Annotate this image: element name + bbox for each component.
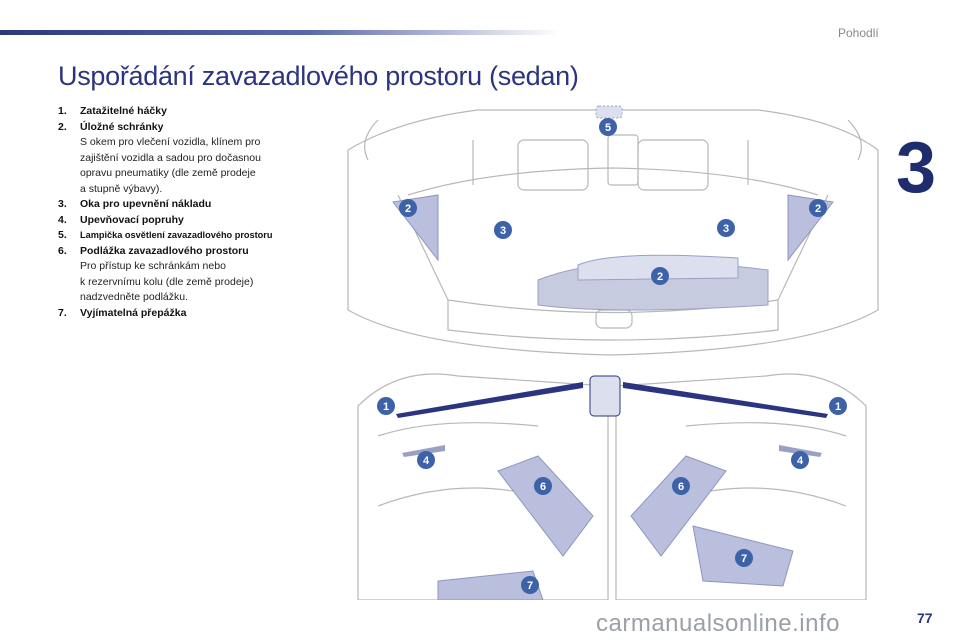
legend-number: 2. xyxy=(58,120,67,133)
page-number: 77 xyxy=(917,610,933,626)
callout-badge-1: 1 xyxy=(377,397,395,415)
legend-desc: opravu pneumatiky (dle země prodeje xyxy=(80,167,256,179)
callout-badge-5: 5 xyxy=(599,118,617,136)
legend-label: Oka pro upevnění nákladu xyxy=(80,198,212,210)
callout-badge-1: 1 xyxy=(829,397,847,415)
legend-desc: Pro přístup ke schránkám nebo xyxy=(80,260,226,272)
callout-badge-4: 4 xyxy=(417,451,435,469)
legend-desc: zajištění vozidla a sadou pro dočasnou xyxy=(80,151,261,164)
legend-desc: k rezervnímu kolu (dle země prodeje) xyxy=(80,275,254,288)
legend-label: Upevňovací popruhy xyxy=(80,213,184,226)
callout-badge-2: 2 xyxy=(399,199,417,217)
legend-desc: nadzvedněte podlážku. xyxy=(80,291,188,303)
header-accent-bar xyxy=(0,30,560,35)
callout-badge-7: 7 xyxy=(735,549,753,567)
callout-number: 6 xyxy=(540,481,546,493)
trunk-rear-illustration: 5 2 2 3 3 2 xyxy=(347,105,879,356)
callout-badge-7: 7 xyxy=(521,576,539,594)
callout-number: 2 xyxy=(657,271,663,283)
legend-item-7: 7. Vyjímatelná přepážka xyxy=(58,306,328,322)
callout-number: 5 xyxy=(605,122,611,134)
legend-label: Vyjímatelná přepážka xyxy=(80,306,187,319)
callout-number: 4 xyxy=(797,455,804,467)
callout-number: 6 xyxy=(678,481,684,493)
legend-label: Úložné schránky xyxy=(80,120,164,133)
legend-number: 7. xyxy=(58,306,67,319)
legend-label: Lampička osvětlení zavazadlového prostor… xyxy=(80,230,273,240)
legend-desc: S okem pro vlečení vozidla, klínem pro xyxy=(80,136,261,148)
callout-badge-2: 2 xyxy=(809,199,827,217)
callout-number: 7 xyxy=(741,553,747,565)
callout-badge-4: 4 xyxy=(791,451,809,469)
legend-item-6: 6. Podlážka zavazadlového prostoru Pro p… xyxy=(58,244,328,306)
legend-number: 4. xyxy=(58,213,67,226)
legend-item-2: 2. Úložné schránky S okem pro vlečení vo… xyxy=(58,120,328,198)
callout-number: 3 xyxy=(723,223,729,235)
callout-number: 4 xyxy=(423,455,430,467)
page-title: Uspořádání zavazadlového prostoru (sedan… xyxy=(58,61,579,91)
callout-number: 2 xyxy=(815,203,821,215)
chapter-number: 3 xyxy=(896,128,937,208)
watermark: carmanualsonline.info xyxy=(596,610,840,637)
legend-label: Podlážka zavazadlového prostoru xyxy=(80,244,249,257)
callout-number: 2 xyxy=(405,203,411,215)
legend-item-4: 4. Upevňovací popruhy xyxy=(58,213,328,229)
legend-number: 6. xyxy=(58,244,67,257)
legend-label: Zatažitelné háčky xyxy=(80,105,167,117)
section-label: Pohodlí xyxy=(838,26,879,40)
callout-badge-2: 2 xyxy=(651,267,669,285)
callout-badge-6: 6 xyxy=(534,477,552,495)
trunk-interior-illustration: 1 1 4 4 6 6 7 7 xyxy=(357,373,867,600)
callout-number: 1 xyxy=(835,401,841,413)
legend-item-5: 5. Lampička osvětlení zavazadlového pros… xyxy=(58,228,328,244)
callout-badge-3: 3 xyxy=(717,219,735,237)
callout-badge-6: 6 xyxy=(672,477,690,495)
legend-item-1: 1. Zatažitelné háčky xyxy=(58,104,328,120)
legend-number: 1. xyxy=(58,105,67,117)
callout-number: 1 xyxy=(383,401,389,413)
callout-number: 7 xyxy=(527,580,533,592)
legend-desc: a stupně výbavy). xyxy=(80,182,163,195)
callout-number: 3 xyxy=(500,225,506,237)
callout-badge-3: 3 xyxy=(494,221,512,239)
legend-list: 1. Zatažitelné háčky 2. Úložné schránky … xyxy=(58,104,328,321)
legend-number: 3. xyxy=(58,198,67,210)
legend-item-3: 3. Oka pro upevnění nákladu xyxy=(58,197,328,213)
legend-number: 5. xyxy=(58,229,67,241)
